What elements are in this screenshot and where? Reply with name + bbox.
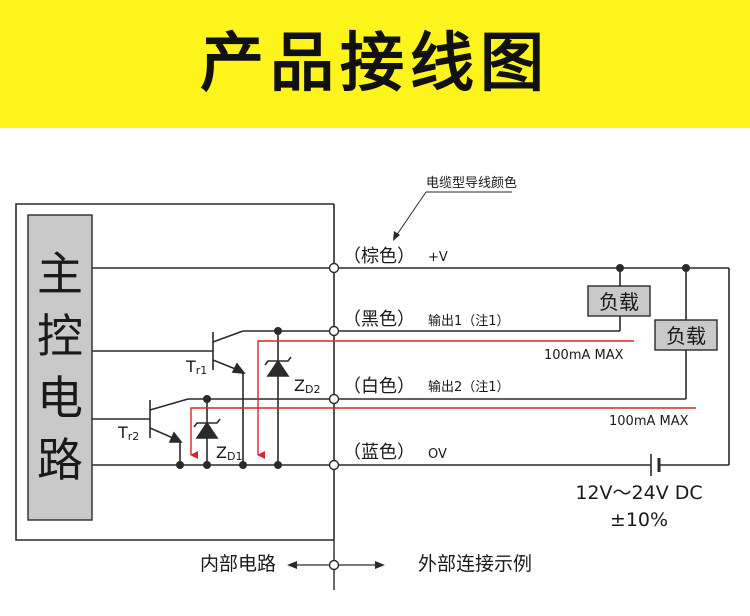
tr2-label: Tr2 xyxy=(117,423,139,443)
main-circuit-char-3: 电 xyxy=(37,371,83,425)
white-color-label: （白色） xyxy=(343,376,415,397)
blue-signal-label: OV xyxy=(428,447,447,462)
load-2: 负载 xyxy=(654,264,718,351)
black-current-label: 100mA MAX xyxy=(544,348,624,363)
title-banner: 产品接线图 xyxy=(0,0,750,128)
page-title: 产品接线图 xyxy=(200,27,550,101)
current-path-1 xyxy=(257,340,634,459)
legend-external-label: 外部连接示例 xyxy=(418,553,532,575)
brown-signal-label: +V xyxy=(428,250,448,265)
transistor-tr1 xyxy=(92,330,246,465)
white-current-label: 100mA MAX xyxy=(609,414,689,429)
white-signal-label: 输出2（注1） xyxy=(428,379,510,395)
main-circuit-char-4: 路 xyxy=(37,433,83,487)
cable-color-callout: 电缆型导线颜色 xyxy=(393,175,517,241)
transistor-tr2 xyxy=(92,398,189,465)
zener-diode-zd2 xyxy=(264,331,292,465)
load-2-label: 负载 xyxy=(666,324,706,348)
legend-internal-label: 内部电路 xyxy=(200,553,276,575)
load-1: 负载 xyxy=(587,264,651,317)
supply-voltage-label: 12V～24V DC xyxy=(575,482,702,504)
black-signal-label: 输出1（注1） xyxy=(428,313,510,329)
load-1-label: 负载 xyxy=(599,290,639,314)
zd2-label: ZD2 xyxy=(294,376,320,396)
black-wire xyxy=(243,316,621,332)
brown-color-label: （棕色） xyxy=(343,246,415,267)
internal-circuit-frame xyxy=(15,203,335,541)
wire-labels: （棕色） +V （黑色） 输出1（注1） 100mA MAX （白色） 输出2（… xyxy=(343,246,689,463)
main-circuit-char-2: 控 xyxy=(37,309,83,363)
terminals xyxy=(328,262,340,471)
junction-dots xyxy=(176,327,282,469)
zd1-label: ZD1 xyxy=(216,443,242,463)
cable-color-note: 电缆型导线颜色 xyxy=(426,175,517,191)
tr1-label: Tr1 xyxy=(185,357,207,377)
main-control-block: 主 控 电 路 xyxy=(27,214,93,521)
legend: 内部电路 外部连接示例 xyxy=(200,540,532,590)
black-color-label: （黑色） xyxy=(343,309,415,330)
zener-diode-zd1 xyxy=(193,399,221,465)
current-path-2 xyxy=(190,407,696,459)
dc-supply-symbol xyxy=(650,454,661,476)
blue-color-label: （蓝色） xyxy=(343,442,415,463)
supply-tolerance-label: ±10% xyxy=(610,509,668,531)
main-circuit-char-1: 主 xyxy=(37,247,83,301)
